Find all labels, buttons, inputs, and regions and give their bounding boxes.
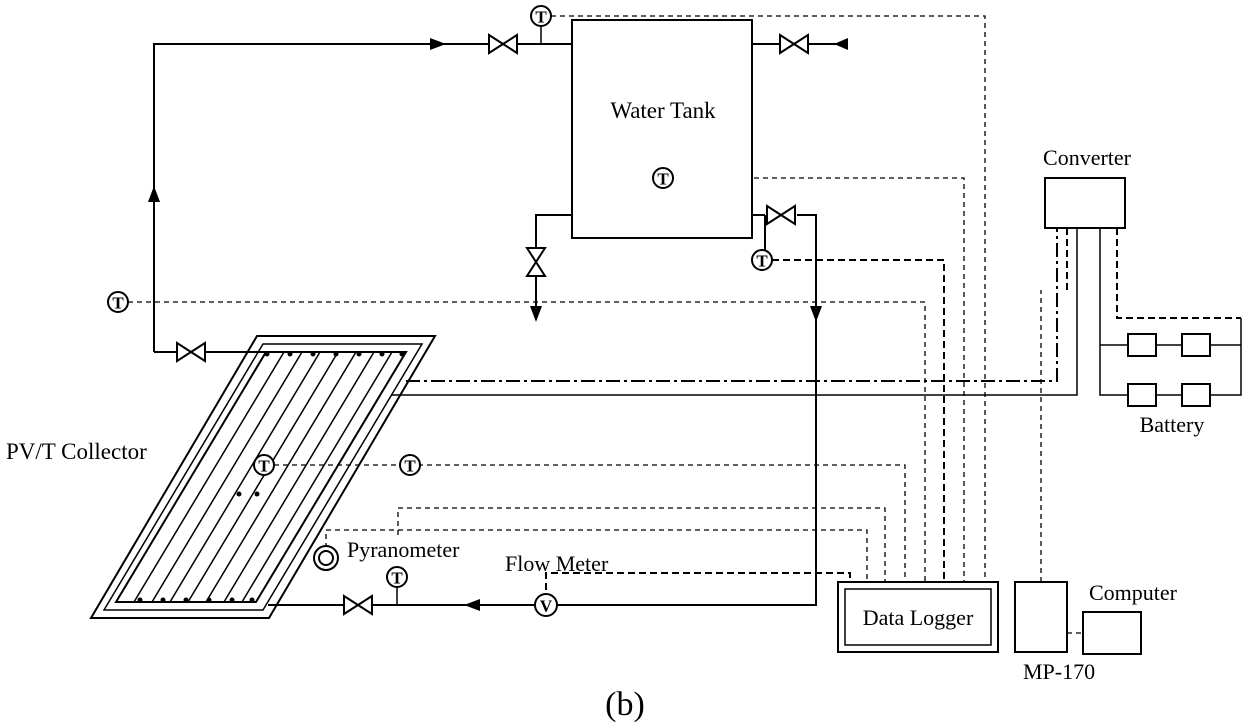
flow-meter: V Flow Meter bbox=[505, 551, 609, 617]
svg-text:T: T bbox=[391, 569, 403, 588]
signal-tank-outlet-sensor bbox=[772, 259, 945, 582]
valve-icon bbox=[766, 204, 796, 226]
battery-cell bbox=[1181, 383, 1211, 407]
pyranometer-icon bbox=[313, 545, 339, 571]
temperature-sensor-icon: T bbox=[107, 291, 129, 313]
svg-text:T: T bbox=[535, 8, 547, 27]
signal-tank-mid-sensor bbox=[673, 177, 965, 582]
svg-text:T: T bbox=[112, 294, 124, 313]
signal-collector-sensors bbox=[274, 464, 906, 582]
arrow-left-inlet bbox=[834, 38, 848, 50]
svg-text:T: T bbox=[657, 170, 669, 189]
valves bbox=[176, 33, 809, 616]
temperature-sensor-icon: T bbox=[253, 454, 275, 476]
signal-pyranometer bbox=[397, 507, 886, 582]
wire-converter-battery-a bbox=[1099, 228, 1242, 396]
temperature-sensor-icon: T bbox=[652, 167, 674, 189]
flow-meter-label: Flow Meter bbox=[505, 551, 609, 576]
temperature-sensor-icon: T bbox=[386, 566, 408, 588]
data-logger: Data Logger bbox=[837, 581, 999, 653]
water-tank: Water Tank bbox=[571, 19, 753, 239]
temperature-sensor-icon: T bbox=[530, 5, 552, 27]
signal-riser-sensor bbox=[128, 301, 926, 582]
signal-lines bbox=[128, 15, 1083, 634]
valve-icon bbox=[779, 33, 809, 55]
svg-text:T: T bbox=[756, 252, 768, 271]
battery-cell bbox=[1127, 383, 1157, 407]
signal-tank-top-sensor bbox=[551, 15, 986, 582]
data-logger-label: Data Logger bbox=[863, 605, 974, 630]
arrow-down-drain bbox=[530, 306, 542, 322]
pipe-riser bbox=[153, 43, 572, 352]
wire-converter-battery-b bbox=[1116, 228, 1241, 319]
temperature-sensor-icon: T bbox=[751, 249, 773, 271]
figure-caption: (b) bbox=[605, 686, 645, 723]
converter-label: Converter bbox=[1043, 145, 1132, 170]
converter: Converter bbox=[1043, 145, 1132, 229]
battery-cell bbox=[1181, 333, 1211, 357]
mp170-label: MP-170 bbox=[1023, 659, 1095, 684]
collector-inner-frame bbox=[102, 343, 424, 611]
svg-text:T: T bbox=[404, 457, 416, 476]
temperature-sensors: T T T T T T T bbox=[107, 5, 773, 588]
collector-outer-frame bbox=[89, 335, 437, 619]
flow-meter-icon: V bbox=[534, 593, 558, 617]
computer-label: Computer bbox=[1089, 580, 1178, 605]
valve-icon bbox=[488, 33, 518, 55]
power-wiring bbox=[392, 228, 1242, 396]
valve-icon bbox=[343, 594, 373, 616]
battery-label: Battery bbox=[1140, 412, 1205, 437]
pvt-collector: PV/T Collector bbox=[6, 335, 437, 619]
svg-text:V: V bbox=[540, 597, 553, 616]
arrow-down-return bbox=[810, 306, 822, 322]
arrow-right-top bbox=[430, 38, 446, 50]
pipe-tank-drain bbox=[535, 214, 572, 310]
signal-flow-meter bbox=[545, 572, 851, 590]
svg-text:T: T bbox=[258, 457, 270, 476]
water-tank-label: Water Tank bbox=[610, 98, 716, 123]
collector-tubes bbox=[133, 351, 393, 603]
signal-pyranometer-lead bbox=[325, 529, 868, 582]
pyranometer-label: Pyranometer bbox=[347, 537, 460, 562]
flow-arrows bbox=[148, 38, 848, 611]
arrow-left-return bbox=[464, 599, 480, 611]
valve-icon bbox=[525, 247, 547, 277]
computer: Computer bbox=[1082, 580, 1178, 655]
temperature-sensor-icon: T bbox=[399, 454, 421, 476]
wire-collector-converter-1 bbox=[406, 228, 1058, 382]
arrow-up-riser bbox=[148, 186, 160, 202]
battery-bank: Battery bbox=[1127, 333, 1211, 437]
valve-icon bbox=[176, 341, 206, 363]
mp170-unit: MP-170 bbox=[1014, 581, 1095, 684]
pyranometer: Pyranometer bbox=[313, 537, 460, 571]
battery-cell bbox=[1127, 333, 1157, 357]
collector-flow-dots bbox=[137, 351, 405, 603]
wire-collector-converter-2 bbox=[392, 228, 1078, 396]
pvt-collector-label: PV/T Collector bbox=[6, 439, 147, 464]
